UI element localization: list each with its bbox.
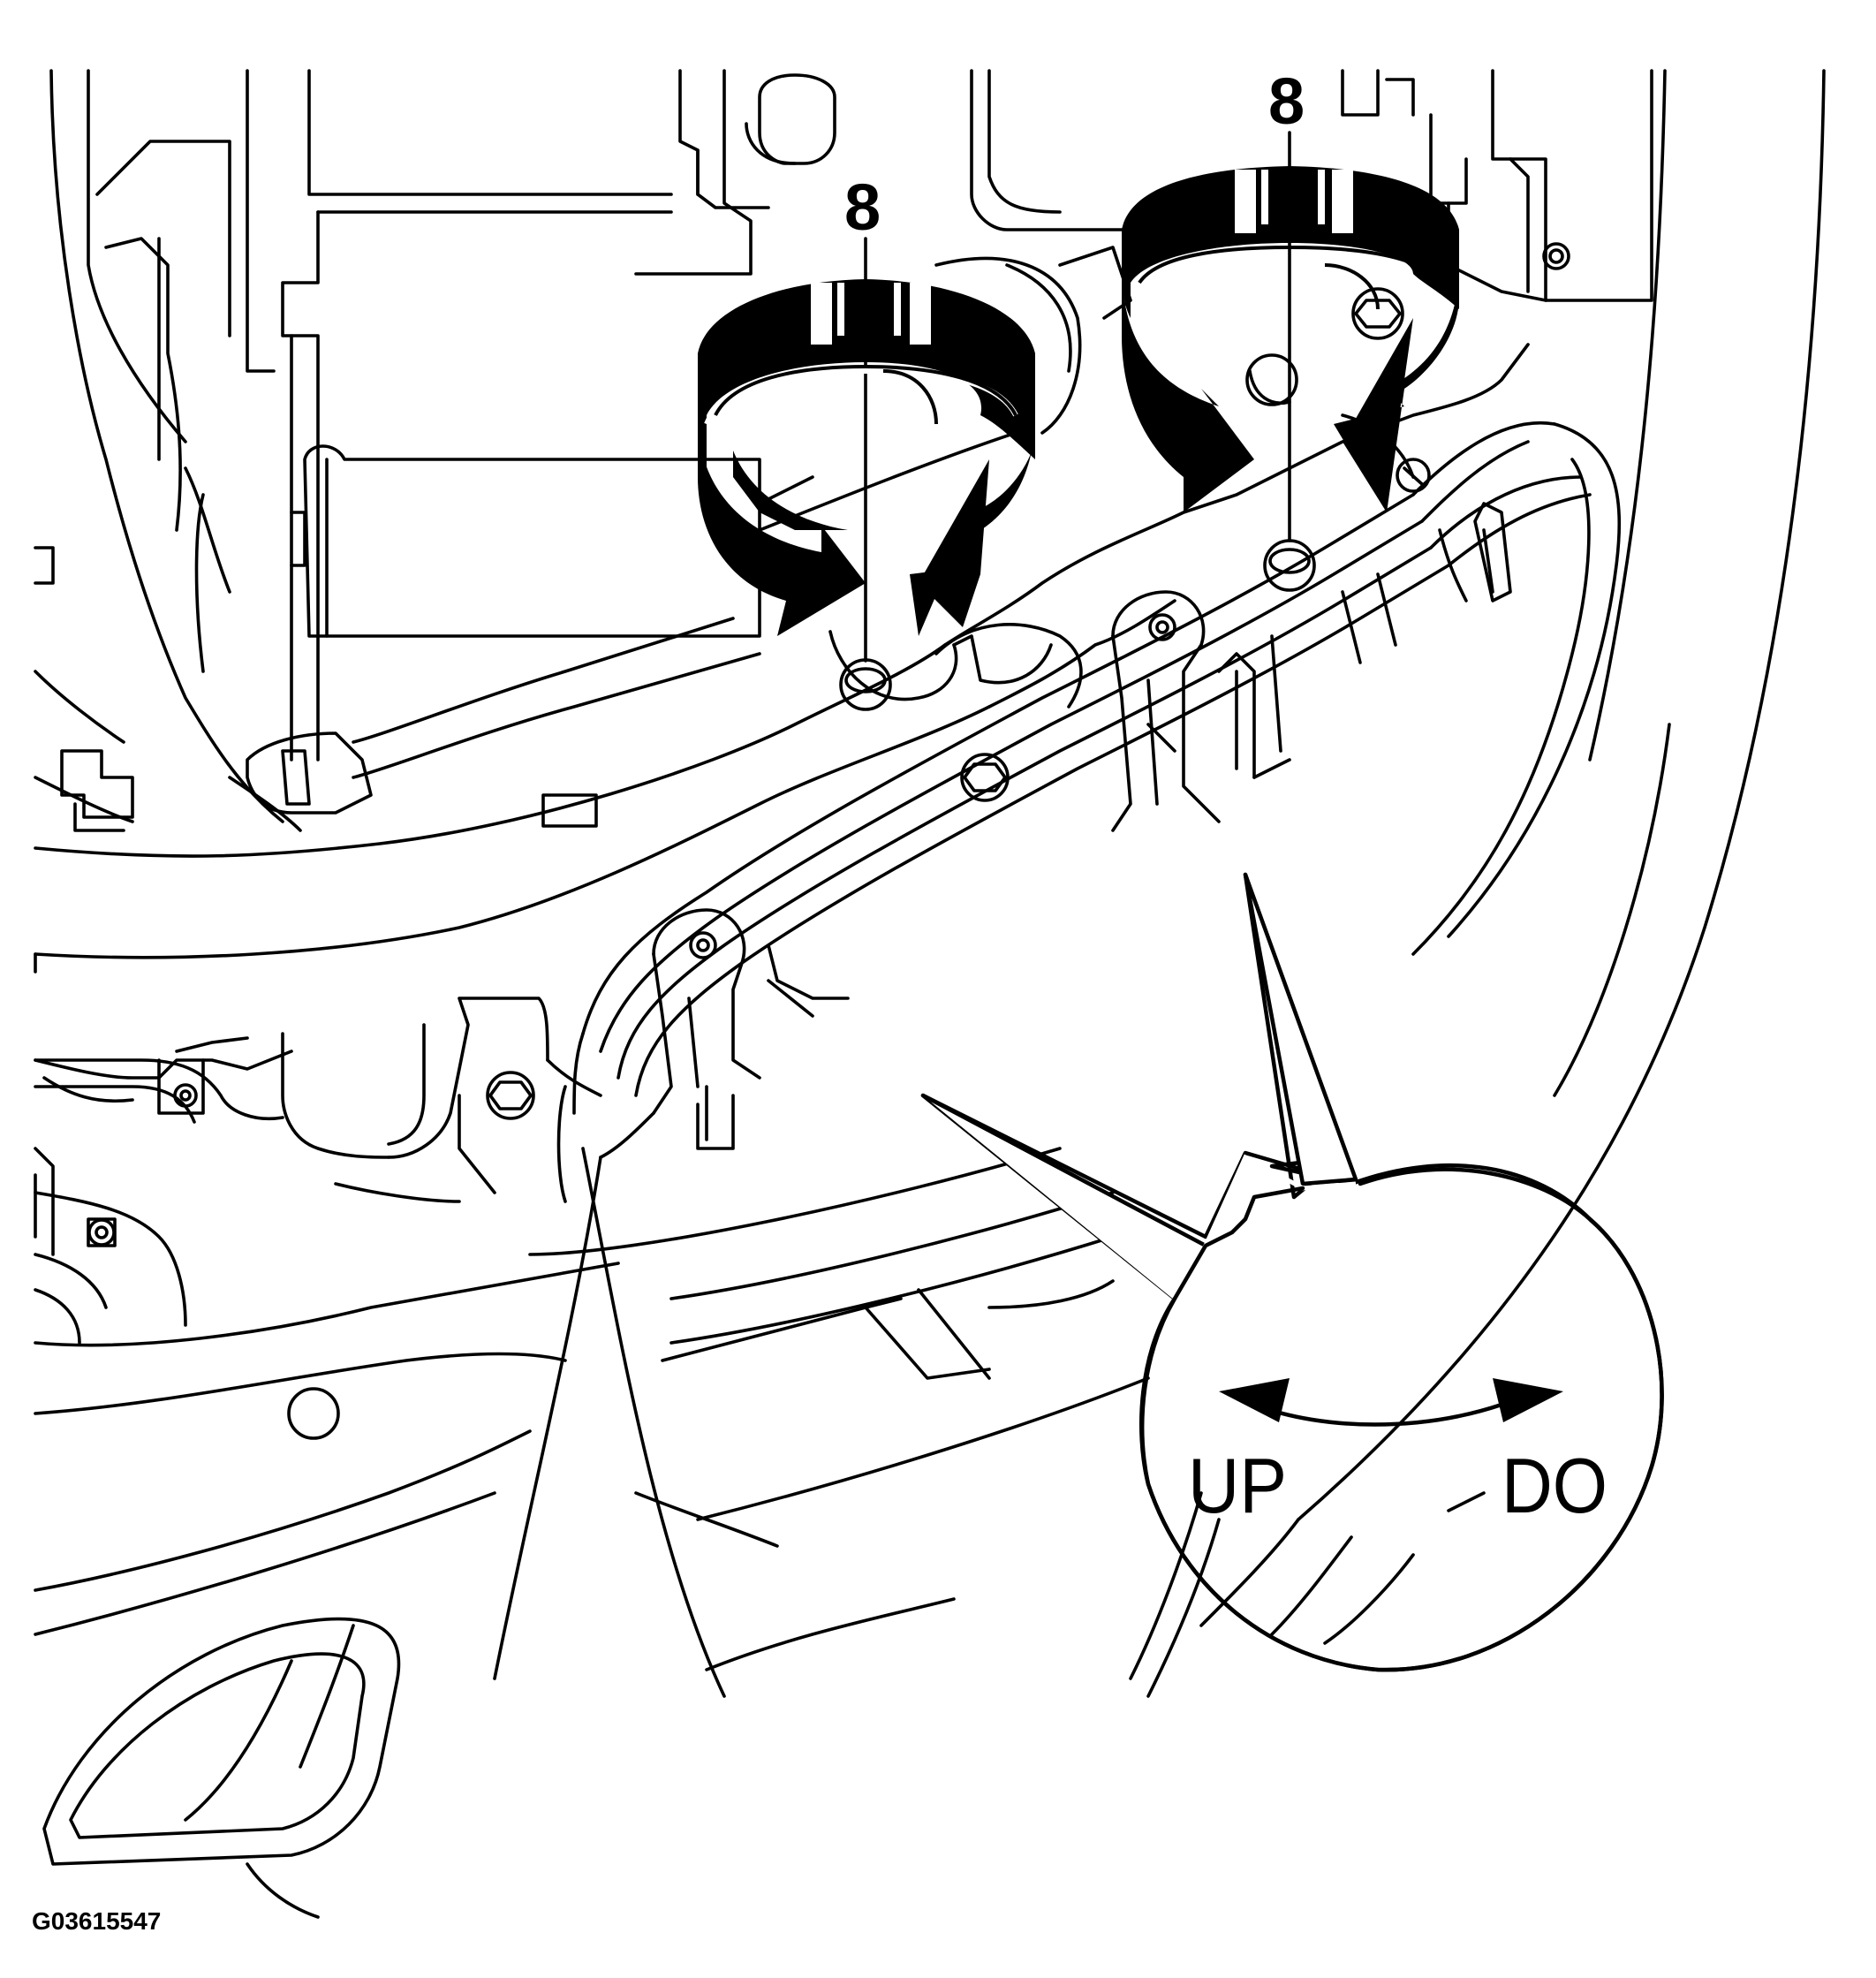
rotate-arrow-icon (1122, 166, 1459, 512)
upper-radiator-support (34, 343, 1530, 974)
bolt-hex-2 (486, 1071, 535, 1120)
adjust-up-label: UP (1188, 1442, 1287, 1529)
bolt-hex-3 (1351, 287, 1404, 340)
rotate-arrow-icon (698, 279, 1035, 636)
bolt-hex-4 (1542, 242, 1570, 270)
mounting-bolts (486, 242, 1570, 1120)
adjust-down-label: DO (1502, 1442, 1607, 1529)
fender-outline (1297, 69, 1826, 1521)
headlight-assembly (493, 421, 1622, 1698)
wiring-connector (60, 617, 761, 832)
bumper-and-grille (34, 997, 620, 1919)
adjust-direction-callout (920, 872, 1664, 1672)
bolt-label-left: 8 (844, 171, 881, 244)
double-arrow-icon (1219, 1378, 1563, 1427)
engine-bay-structure (34, 69, 1653, 823)
aim-screw-right (1263, 539, 1316, 592)
bolt-label-right: 8 (1268, 64, 1305, 138)
bolt-hex-1 (960, 753, 1010, 802)
figure-code: G03615547 (32, 1907, 161, 1935)
